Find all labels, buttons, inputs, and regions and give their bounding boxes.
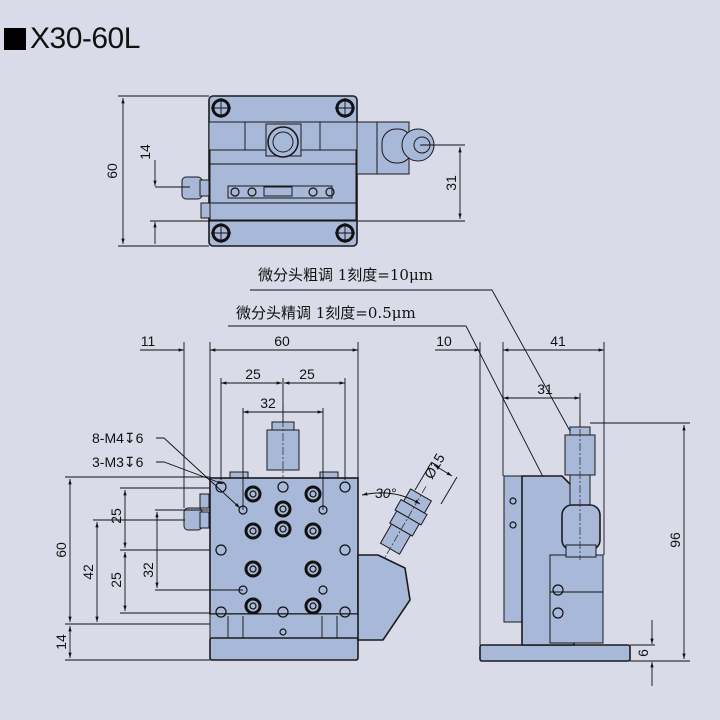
micrometer-notes: 微分头粗调 1刻度=10μm 微分头精调 1刻度=0.5μm xyxy=(228,266,576,511)
side-dim-6: 6 xyxy=(635,649,651,657)
top-dim-14: 14 xyxy=(137,144,153,160)
callout-m3: 3-M3↧6 xyxy=(92,454,144,470)
front-base-plate xyxy=(209,637,359,661)
front-main-plate xyxy=(209,477,359,615)
side-dim-31: 31 xyxy=(537,381,553,397)
front-dim-42: 42 xyxy=(80,564,96,580)
front-tapped-holes xyxy=(215,481,351,618)
side-base-plate xyxy=(479,644,631,662)
clamp-screws xyxy=(230,187,335,197)
front-side-knob xyxy=(183,507,203,531)
callout-m4: 8-M4↧6 xyxy=(92,430,144,446)
front-dim-angle: 30° xyxy=(375,485,397,501)
top-view: 60 14 31 xyxy=(104,95,465,247)
side-fine-knob xyxy=(561,504,601,551)
top-micrometer-mount xyxy=(356,121,378,175)
side-dim-10: 10 xyxy=(436,333,452,349)
model-name: X30-60L xyxy=(30,22,140,55)
front-angled-bracket xyxy=(357,554,411,641)
note-coarse: 微分头粗调 1刻度=10μm xyxy=(258,266,433,284)
top-dim-31: 31 xyxy=(443,175,459,191)
front-dim-32: 32 xyxy=(260,395,276,411)
front-dim-60: 60 xyxy=(274,333,290,349)
title-square-icon xyxy=(4,28,26,50)
corner-screws xyxy=(211,98,355,243)
front-dim-25-lower: 25 xyxy=(108,572,124,588)
top-dim-60: 60 xyxy=(104,163,120,179)
top-side-knob xyxy=(181,176,203,200)
front-counterbore-holes xyxy=(244,485,322,615)
top-middle-block xyxy=(209,149,357,221)
front-dim-25-left: 25 xyxy=(245,366,261,382)
side-dim-96: 96 xyxy=(667,532,683,548)
front-dim-25-upper: 25 xyxy=(108,508,124,524)
front-dim-32-vertical: 32 xyxy=(140,562,156,578)
front-dim-11: 11 xyxy=(141,333,156,349)
side-lower-block xyxy=(549,554,604,644)
front-dim-height-60: 60 xyxy=(53,542,69,558)
side-view: 10 41 31 96 6 xyxy=(435,333,690,686)
front-dim-diameter: Ø15 xyxy=(421,450,448,481)
note-fine: 微分头精调 1刻度=0.5μm xyxy=(236,304,416,322)
front-dim-14: 14 xyxy=(53,634,69,650)
front-dim-25-right: 25 xyxy=(299,366,315,382)
front-view: 11 60 25 25 32 8-M4↧6 3-M3↧6 60 14 25 25 xyxy=(53,333,458,661)
front-lower-block xyxy=(209,613,359,639)
side-dim-41: 41 xyxy=(550,333,566,349)
model-title: X30-60L xyxy=(4,22,140,56)
